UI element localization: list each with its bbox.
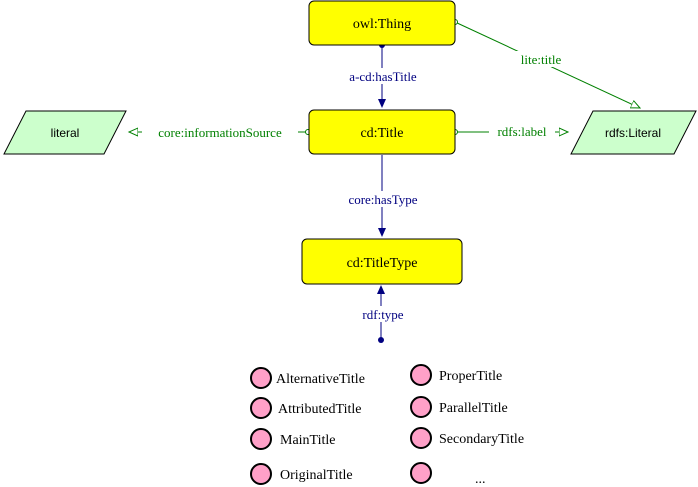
edge-has-type: core:hasType (336, 155, 430, 237)
edge-rdfs-label: rdfs:label (452, 124, 569, 140)
individual-item[interactable]: ProperTitle (410, 364, 502, 386)
edge-has-title: a-cd:hasTitle (332, 42, 434, 108)
individual-label: OriginalTitle (280, 468, 353, 483)
node-label-literal: literal (51, 126, 80, 140)
edge-label-has-title: a-cd:hasTitle (349, 69, 417, 84)
edge-label-lite-title: lite:title (521, 52, 562, 67)
individual-label: AttributedTitle (278, 402, 362, 417)
individual-item[interactable]: AlternativeTitle (250, 367, 365, 389)
node-label-rdfs-literal: rdfs:Literal (605, 126, 661, 140)
individual-label: ... (475, 472, 486, 487)
edge-lite-title: lite:title (452, 19, 641, 109)
edge-label-rdfs-label: rdfs:label (497, 124, 546, 139)
node-label-owl-thing: owl:Thing (353, 17, 411, 32)
individual-item[interactable]: MainTitle (250, 428, 336, 450)
individual-label: ParallelTitle (439, 401, 508, 416)
individual-item[interactable]: ... (410, 462, 486, 487)
node-label-cd-title-type: cd:TitleType (347, 256, 418, 271)
node-label-cd-title: cd:Title (360, 126, 403, 141)
node-rdfs-literal[interactable]: rdfs:Literal (570, 110, 697, 155)
edge-label-rdf-type: rdf:type (362, 307, 403, 322)
individual-item[interactable]: ParallelTitle (410, 396, 508, 418)
individual-label: AlternativeTitle (276, 372, 365, 387)
individual-item[interactable]: SecondaryTitle (410, 427, 524, 449)
individual-list: AlternativeTitle AttributedTitle MainTit… (250, 364, 524, 487)
node-owl-thing[interactable]: owl:Thing (308, 0, 456, 46)
node-cd-title[interactable]: cd:Title (308, 109, 456, 155)
individual-label: MainTitle (280, 433, 336, 448)
node-cd-title-type[interactable]: cd:TitleType (301, 238, 463, 285)
edge-rdf-type: rdf:type (356, 285, 408, 343)
node-literal[interactable]: literal (3, 110, 127, 155)
individual-label: SecondaryTitle (439, 432, 524, 447)
edge-information-source: core:informationSource (129, 124, 311, 140)
individual-item[interactable]: OriginalTitle (250, 463, 353, 485)
edge-label-information-source: core:informationSource (158, 125, 282, 140)
individual-label: ProperTitle (439, 369, 502, 384)
edge-label-has-type: core:hasType (348, 192, 417, 207)
individual-item[interactable]: AttributedTitle (250, 397, 362, 419)
